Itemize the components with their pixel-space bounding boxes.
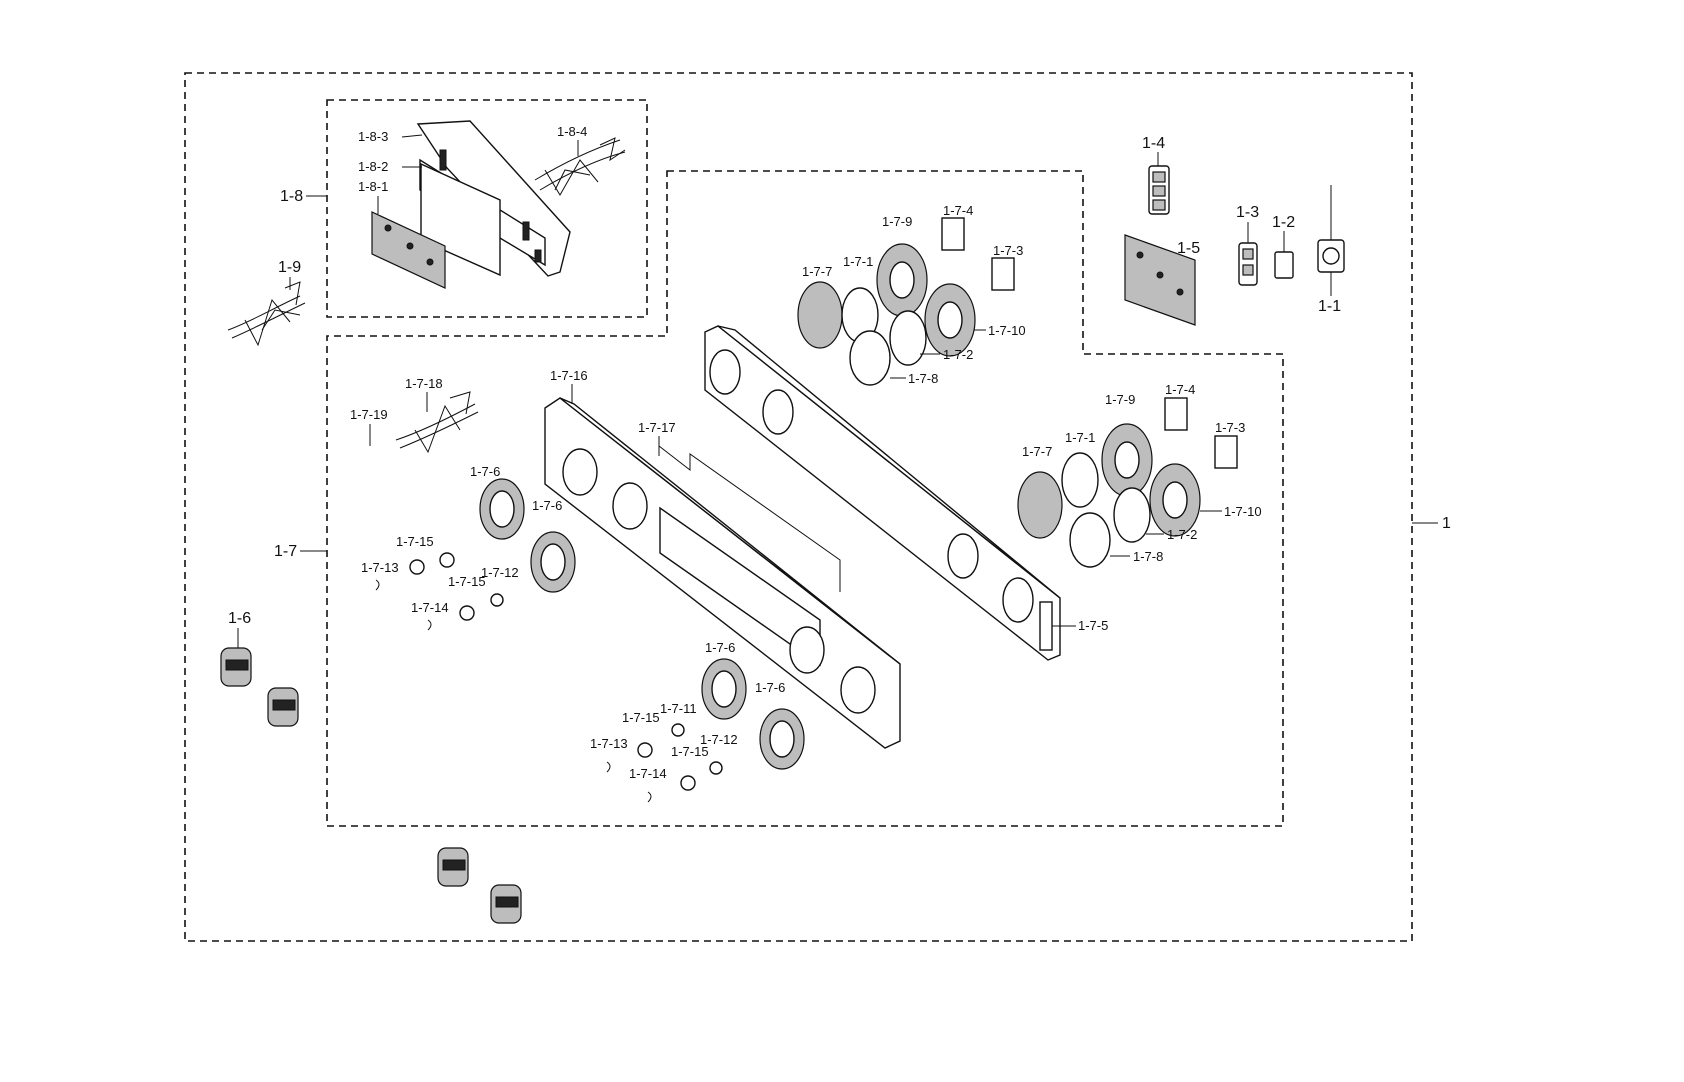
knob-1-6-c	[437, 847, 469, 887]
label-1-8-1: 1-8-1	[358, 179, 388, 194]
part-1-2	[1274, 251, 1294, 279]
label-1-7-14-b: 1-7-14	[629, 766, 667, 781]
label-1-9: 1-9	[278, 259, 301, 276]
knob-ring-1-7-6-d	[759, 708, 805, 770]
label-1-8-3: 1-8-3	[358, 129, 388, 144]
label-1-8: 1-8	[280, 188, 303, 205]
label-1-7-10-b: 1-7-10	[1224, 504, 1262, 519]
label-1-7-17: 1-7-17	[638, 420, 676, 435]
back-frame-1-7-5	[704, 325, 1061, 661]
part-1-3	[1238, 242, 1258, 286]
label-1-7-18: 1-7-18	[405, 376, 443, 391]
window-1-7-17	[658, 445, 841, 592]
label-1-7-16: 1-7-16	[550, 368, 588, 383]
label-1-2: 1-2	[1272, 214, 1295, 231]
label-1-3: 1-3	[1236, 204, 1259, 221]
label-1-7-13-a: 1-7-13	[361, 560, 399, 575]
display-pcb-1-8-1	[371, 211, 446, 289]
label-1-7-8-b: 1-7-8	[1133, 549, 1163, 564]
label-1-7-6-c: 1-7-6	[705, 640, 735, 655]
label-1-7-1-b: 1-7-1	[1065, 430, 1095, 445]
knob-1-6-a	[220, 647, 252, 687]
encoder-cluster-lower	[1017, 397, 1238, 568]
label-1-7-2-a: 1-7-2	[943, 347, 973, 362]
knob-ring-1-7-6-c	[701, 658, 747, 720]
control-board-1-5	[1124, 234, 1196, 326]
label-1-7-11: 1-7-11	[660, 701, 697, 716]
label-1-1: 1-1	[1318, 298, 1341, 315]
label-1-7-3-a: 1-7-3	[993, 243, 1023, 258]
label-1-7-8-a: 1-7-8	[908, 371, 938, 386]
wire-harness-1-8-4	[534, 137, 626, 196]
label-1-7-6-a: 1-7-6	[470, 464, 500, 479]
label-1-7-1-a: 1-7-1	[843, 254, 873, 269]
label-1-7-15-b: 1-7-15	[448, 574, 486, 589]
front-panel-1-7-16	[544, 397, 901, 749]
label-1-7-19: 1-7-19	[350, 407, 388, 422]
label-1-7-14-a: 1-7-14	[411, 600, 449, 615]
wire-harness-1-7-18	[395, 391, 479, 454]
label-1-8-4: 1-8-4	[557, 124, 587, 139]
label-1-4: 1-4	[1142, 135, 1165, 152]
knob-1-6-d	[490, 884, 522, 924]
label-1-7: 1-7	[274, 543, 297, 560]
label-1-7-6-b: 1-7-6	[532, 498, 562, 513]
label-1-7-15-d: 1-7-15	[671, 744, 709, 759]
assembly-1-7-boundary	[326, 170, 1284, 827]
label-1-7-3-b: 1-7-3	[1215, 420, 1245, 435]
label-1-7-2-b: 1-7-2	[1167, 527, 1197, 542]
label-1: 1	[1442, 515, 1451, 532]
label-1-7-4-b: 1-7-4	[1165, 382, 1195, 397]
switch-part-1-4	[1148, 165, 1170, 215]
encoder-cluster-upper	[797, 217, 1015, 386]
label-1-7-12-b: 1-7-12	[700, 732, 738, 747]
label-1-7-6-d: 1-7-6	[755, 680, 785, 695]
assembly-1-8-boundary	[326, 99, 648, 318]
label-1-5: 1-5	[1177, 240, 1200, 257]
label-1-7-15-a: 1-7-15	[396, 534, 434, 549]
label-1-7-4-a: 1-7-4	[943, 203, 973, 218]
label-1-7-7-a: 1-7-7	[802, 264, 832, 279]
knob-ring-1-7-6-a	[479, 478, 525, 540]
knob-ring-1-7-6-b	[530, 531, 576, 593]
label-1-7-12-a: 1-7-12	[481, 565, 519, 580]
wire-harness-1-9	[227, 281, 306, 347]
assembly-1-boundary	[184, 72, 1413, 942]
knob-1-6-b	[267, 687, 299, 727]
label-1-7-15-c: 1-7-15	[622, 710, 660, 725]
label-1-7-5: 1-7-5	[1078, 618, 1108, 633]
label-1-7-10-a: 1-7-10	[988, 323, 1026, 338]
label-1-8-2: 1-8-2	[358, 159, 388, 174]
part-1-1	[1317, 185, 1345, 273]
label-1-7-9-b: 1-7-9	[1105, 392, 1135, 407]
label-1-6: 1-6	[228, 610, 251, 627]
label-1-7-13-b: 1-7-13	[590, 736, 628, 751]
label-1-7-7-b: 1-7-7	[1022, 444, 1052, 459]
label-1-7-9-a: 1-7-9	[882, 214, 912, 229]
